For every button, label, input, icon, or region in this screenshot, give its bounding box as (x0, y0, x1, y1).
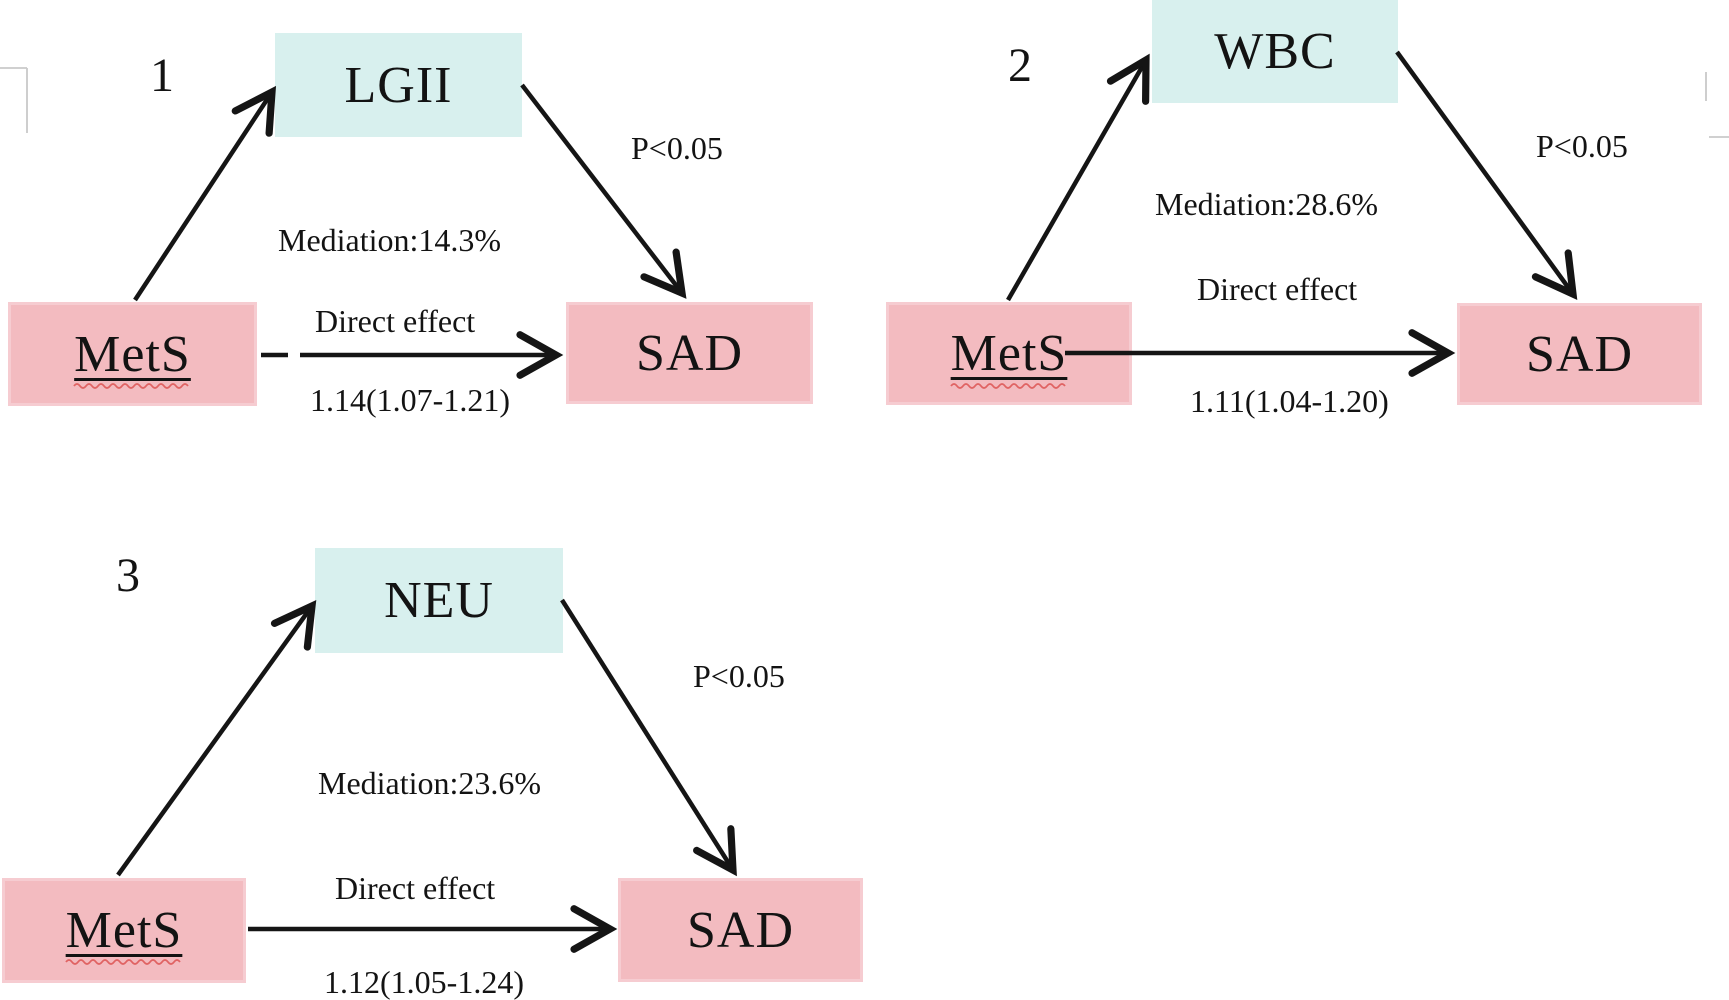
diagram2-mediator-box: WBC (1152, 0, 1398, 103)
diagram3-direct-effect-estimate: 1.12(1.05-1.24) (324, 964, 524, 1000)
diagram1-direct-effect-estimate: 1.14(1.07-1.21) (310, 382, 510, 418)
screen-artifact-top-right (1705, 72, 1729, 138)
diagram1-exposure-box: MetS (8, 302, 257, 406)
diagram2-direct-effect-label: Direct effect (1197, 271, 1358, 307)
diagram1-mediator-box: LGII (275, 33, 522, 137)
diagram1-exposure-label: MetS (74, 325, 191, 383)
diagram2-outcome-label: SAD (1525, 325, 1634, 383)
diagram3-exposure-box: MetS (2, 878, 246, 983)
diagram3-mediator-to-outcome-arrow (560, 598, 737, 877)
diagram2-mediator-to-outcome-arrow (1395, 50, 1578, 300)
diagram1-pvalue-label: P<0.05 (631, 130, 723, 166)
diagram3-mediation-label: Mediation:23.6% (318, 765, 542, 801)
diagram2-mediation-label: Mediation:28.6% (1155, 186, 1379, 222)
diagram1-exposure-to-mediator-arrow (133, 85, 277, 302)
diagram3-direct-effect-label: Direct effect (335, 870, 496, 906)
diagram1-mediator-label: LGII (344, 56, 453, 114)
diagram2-exposure-box: MetS (886, 302, 1132, 405)
diagram1-number: 1 (150, 49, 174, 102)
diagram3-exposure-to-mediator-arrow (116, 600, 317, 877)
diagram1-direct-effect-label: Direct effect (315, 303, 476, 339)
diagram2-number: 2 (1008, 39, 1032, 92)
diagram1-mediation-label: Mediation:14.3% (278, 222, 502, 258)
diagram3-outcome-box: SAD (618, 878, 863, 982)
diagram2-pvalue-label: P<0.05 (1536, 128, 1628, 164)
diagram3-outcome-label: SAD (686, 901, 795, 959)
diagram1-outcome-box: SAD (566, 302, 813, 404)
diagram2-outcome-box: SAD (1457, 303, 1702, 405)
diagram3-mediator-label: NEU (384, 572, 494, 629)
diagram2-direct-effect-estimate: 1.11(1.04-1.20) (1190, 383, 1389, 419)
screen-artifact-top-left (0, 67, 28, 133)
diagram2-exposure-label: MetS (950, 325, 1068, 382)
diagram1-outcome-label: SAD (635, 324, 744, 382)
diagram3-mediator-box: NEU (315, 548, 563, 653)
diagram3-pvalue-label: P<0.05 (693, 658, 785, 694)
diagram2-exposure-to-mediator-arrow (1006, 53, 1150, 302)
diagram1-mediator-to-outcome-arrow (520, 83, 687, 299)
diagram3-exposure-label: MetS (65, 902, 183, 959)
diagram2-mediator-label: WBC (1214, 23, 1336, 80)
diagram3-number: 3 (116, 549, 140, 602)
